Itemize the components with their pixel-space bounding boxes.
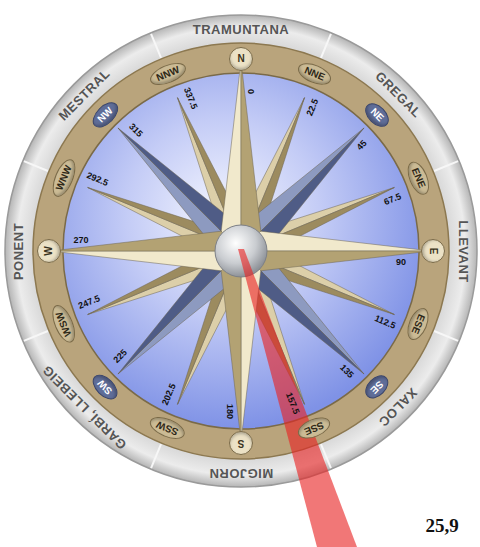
compass-point: WSW — [48, 303, 80, 346]
wind-name: PONENT — [13, 222, 26, 279]
direction-text: WNW — [54, 164, 73, 192]
compass-point: ENE — [403, 158, 433, 197]
direction-text: WSW — [54, 311, 73, 338]
compass-point: S — [229, 431, 253, 455]
compass-point: SW — [88, 370, 122, 404]
compass-point: W — [37, 239, 61, 263]
compass-point: SSE — [295, 414, 333, 444]
compass-point: WNW — [48, 156, 80, 200]
degree-value: 337.5 — [181, 87, 198, 111]
sector-divider — [434, 161, 458, 171]
degree-value: 202.5 — [161, 382, 178, 406]
direction-text: ENE — [410, 166, 427, 189]
direction-text: NNW — [155, 64, 181, 82]
wind-name: GARBÍ, LLEBEIG — [40, 364, 129, 453]
degree-value: 67.5 — [383, 192, 403, 207]
star-point — [241, 61, 261, 251]
compass-point: NE — [361, 99, 393, 131]
degree-value: 67.5 — [383, 192, 403, 207]
direction-text: NNE — [303, 65, 326, 82]
degree-value: 157.5 — [284, 391, 301, 415]
degree-value: 112.5 — [373, 314, 397, 331]
reading-value: 25,9 — [425, 516, 458, 535]
degree-value: 45 — [355, 139, 368, 152]
degree-value: 225 — [112, 348, 129, 365]
sector-divider — [434, 331, 458, 341]
compass-point: ESE — [404, 305, 434, 343]
degree-value: 22.5 — [305, 98, 320, 118]
wind-name: PONENT — [13, 222, 26, 279]
degree-value: 337.5 — [181, 87, 198, 111]
sector-divider — [151, 444, 161, 468]
compass-point: N — [229, 47, 253, 71]
direction-text: N — [237, 54, 244, 64]
star-point — [241, 251, 431, 271]
degree-value: 315 — [127, 122, 144, 139]
wind-pointer — [238, 249, 357, 547]
star-point — [221, 251, 241, 441]
degree-value: 135 — [338, 363, 355, 380]
degree-value: 90 — [396, 258, 406, 267]
compass-point: SE — [361, 371, 393, 403]
compass-point: NNW — [147, 58, 189, 89]
direction-text: E — [428, 248, 438, 255]
direction-text: NE — [368, 107, 385, 124]
degree-value: 157.5 — [284, 391, 301, 415]
sector-divider — [321, 34, 331, 58]
compass-point: NNE — [295, 59, 334, 89]
sector-divider — [24, 161, 48, 171]
direction-text: SE — [368, 378, 385, 395]
direction-text: NW — [96, 106, 115, 125]
wind-name: MIGJORN — [209, 467, 273, 480]
wind-name: LLEVANT — [456, 220, 469, 282]
degree-value: 45 — [355, 139, 368, 152]
degree-value: 135 — [338, 363, 355, 380]
degree-value: 247.5 — [77, 294, 101, 311]
direction-text: SSE — [303, 420, 325, 437]
degree-value: 315 — [127, 122, 144, 139]
compass-point: E — [421, 239, 445, 263]
direction-text: SSW — [155, 419, 180, 437]
degree-value: 270 — [73, 236, 88, 245]
degree-value: 270 — [73, 236, 88, 245]
sector-divider — [24, 331, 48, 341]
wind-name: MIGJORN — [209, 467, 273, 480]
direction-text: ESE — [410, 313, 427, 335]
degree-value: 202.5 — [161, 382, 178, 406]
degree-value: 90 — [396, 258, 406, 267]
direction-text: S — [238, 438, 245, 448]
degree-value: 292.5 — [85, 171, 109, 188]
degree-value: 247.5 — [77, 294, 101, 311]
degree-value: 0 — [247, 88, 256, 93]
wind-name: GARBÍ, LLEBEIG — [40, 364, 129, 453]
degree-value: 0 — [247, 88, 256, 93]
compass-point: NW — [88, 98, 122, 132]
compass-point: SSW — [147, 413, 188, 444]
star-point — [241, 231, 431, 251]
direction-text: SW — [96, 378, 114, 396]
degree-value: 292.5 — [85, 171, 109, 188]
degree-value: 180 — [226, 403, 235, 418]
star-point — [221, 61, 241, 251]
degree-value: 22.5 — [305, 98, 320, 118]
star-point — [51, 251, 241, 271]
degree-value: 112.5 — [373, 314, 397, 331]
sector-divider — [151, 34, 161, 58]
wind-name: LLEVANT — [456, 220, 469, 282]
star-point — [51, 231, 241, 251]
reading-value: 25,9 — [425, 516, 458, 535]
degree-value: 225 — [112, 348, 129, 365]
wind-name: TRAMUNTANA — [193, 23, 289, 36]
wind-name: TRAMUNTANA — [193, 23, 289, 36]
degree-value: 180 — [226, 403, 235, 418]
direction-text: W — [44, 246, 54, 255]
